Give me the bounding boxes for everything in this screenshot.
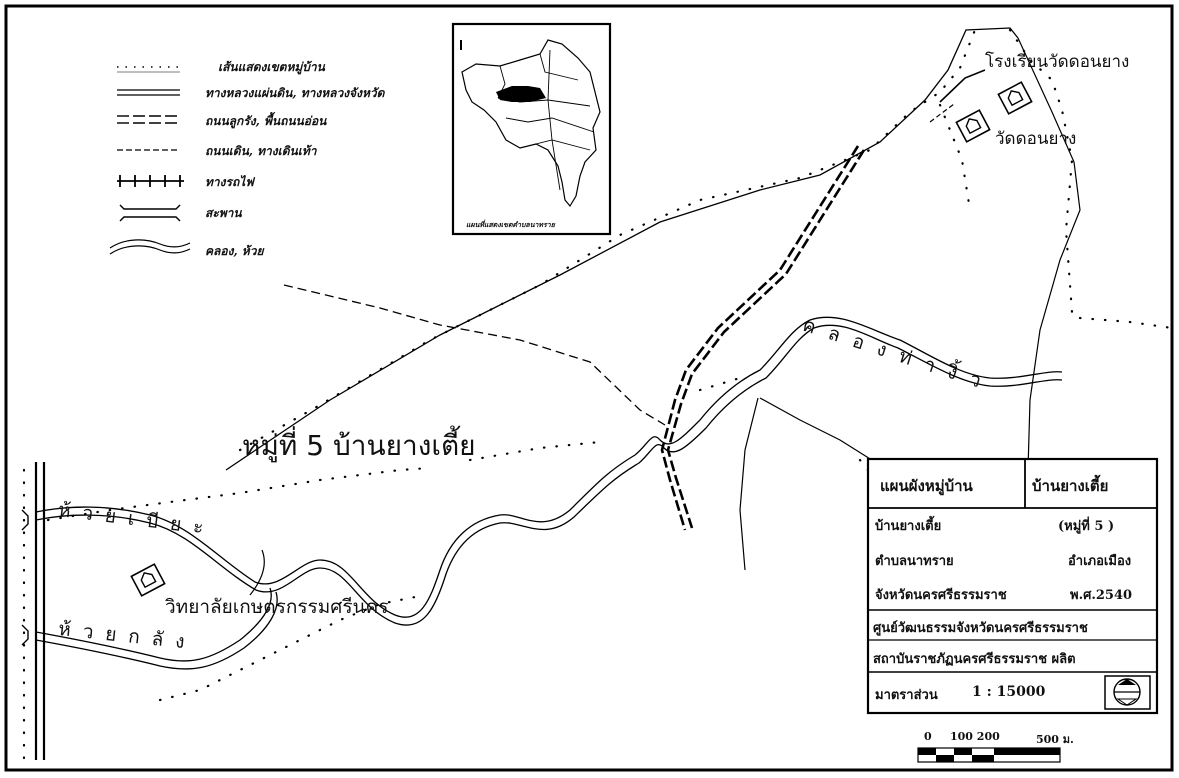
info-amphoe: อำเภอเมือง xyxy=(1068,554,1132,569)
laterite-road-dashed-double-icon xyxy=(117,115,180,124)
stream-huai-klang xyxy=(35,587,278,670)
scale-bar xyxy=(917,747,1061,763)
info-header-right: บ้านยางเตี้ย xyxy=(1032,477,1109,495)
temple-access-road xyxy=(929,103,955,123)
railway-icon xyxy=(117,175,184,187)
canal-tha-ngiw xyxy=(35,316,1063,626)
stream-connector xyxy=(249,549,265,596)
school-label: โรงเรียนวัดดอนยาง xyxy=(985,52,1130,72)
legend-symbols xyxy=(109,66,191,255)
info-scale-value: 1 : 15000 xyxy=(972,684,1046,700)
north-arrow-icon xyxy=(1104,675,1151,710)
stream-branch-east xyxy=(759,397,876,463)
legend-label-railway: ทางรถไฟ xyxy=(205,175,254,189)
info-header-left: แผนผังหมู่บ้าน xyxy=(880,477,973,495)
info-scale-label: มาตราส่วน xyxy=(875,688,938,703)
bridge-icon xyxy=(119,204,181,222)
stream-branch xyxy=(739,397,759,571)
info-tambon: ตำบลนาทราย xyxy=(875,554,954,569)
legend-label-bridge: สะพาน xyxy=(205,206,242,220)
legend-label-boundary: เส้นแสดงเขตหมู่บ้าน xyxy=(218,60,325,74)
inset-caption: แผนที่แสดงเขตตำบลนาทราย xyxy=(466,220,555,229)
scale-label-500: 500 ม. xyxy=(1036,733,1074,746)
legend-label-footpath: ถนนเดิน, ทางเดินเท้า xyxy=(205,144,317,158)
info-moo: (หมู่ที่ 5 ) xyxy=(1058,519,1115,534)
temple-label: วัดดอนยาง xyxy=(995,129,1077,149)
college-label: วิทยาลัยเกษตรกรรมศรีนคร xyxy=(165,596,389,618)
scale-label-0: 0 xyxy=(924,730,932,743)
legend-label-canal: คลอง, ห้วย xyxy=(205,244,264,258)
info-credit-2: สถาบันราชภัฏนครศรีธรรมราช ผลิต xyxy=(873,652,1076,667)
info-box xyxy=(866,457,1159,715)
inset-highlighted-tambon xyxy=(496,86,546,102)
inset-frame xyxy=(451,22,612,236)
inset-district-outline xyxy=(461,39,601,208)
temple-icon xyxy=(997,81,1033,115)
info-year: พ.ศ.2540 xyxy=(1070,588,1133,603)
info-province: จังหวัดนครศรีธรรมราช xyxy=(875,588,1007,603)
main-road xyxy=(225,27,1019,471)
school-access-road xyxy=(939,69,986,103)
legend-label-highway: ทางหลวงแผ่นดิน, ทางหลวงจังหวัด xyxy=(205,86,385,100)
road-east xyxy=(1017,37,1081,471)
scale-label-100-200: 100 200 xyxy=(950,730,1000,743)
temple-icon xyxy=(955,109,991,143)
laterite-road xyxy=(660,145,866,531)
map-frame xyxy=(4,4,1174,772)
highway-double-line-icon xyxy=(117,89,180,96)
canal-stream-icon xyxy=(109,239,191,255)
footpath xyxy=(283,284,666,426)
info-credit-1: ศูนย์วัฒนธรรมจังหวัดนครศรีธรรมราช xyxy=(873,621,1088,636)
temple-icon xyxy=(130,563,166,597)
west-bridges xyxy=(21,509,29,646)
legend-label-laterite-road: ถนนลูกรัง, พื้นถนนอ่อน xyxy=(205,114,327,128)
railway xyxy=(34,462,46,760)
info-village: บ้านยางเตี้ย xyxy=(875,519,942,534)
inset-map xyxy=(451,22,612,236)
village-title: หมู่ที่ 5 บ้านยางเตี้ย xyxy=(242,429,476,462)
